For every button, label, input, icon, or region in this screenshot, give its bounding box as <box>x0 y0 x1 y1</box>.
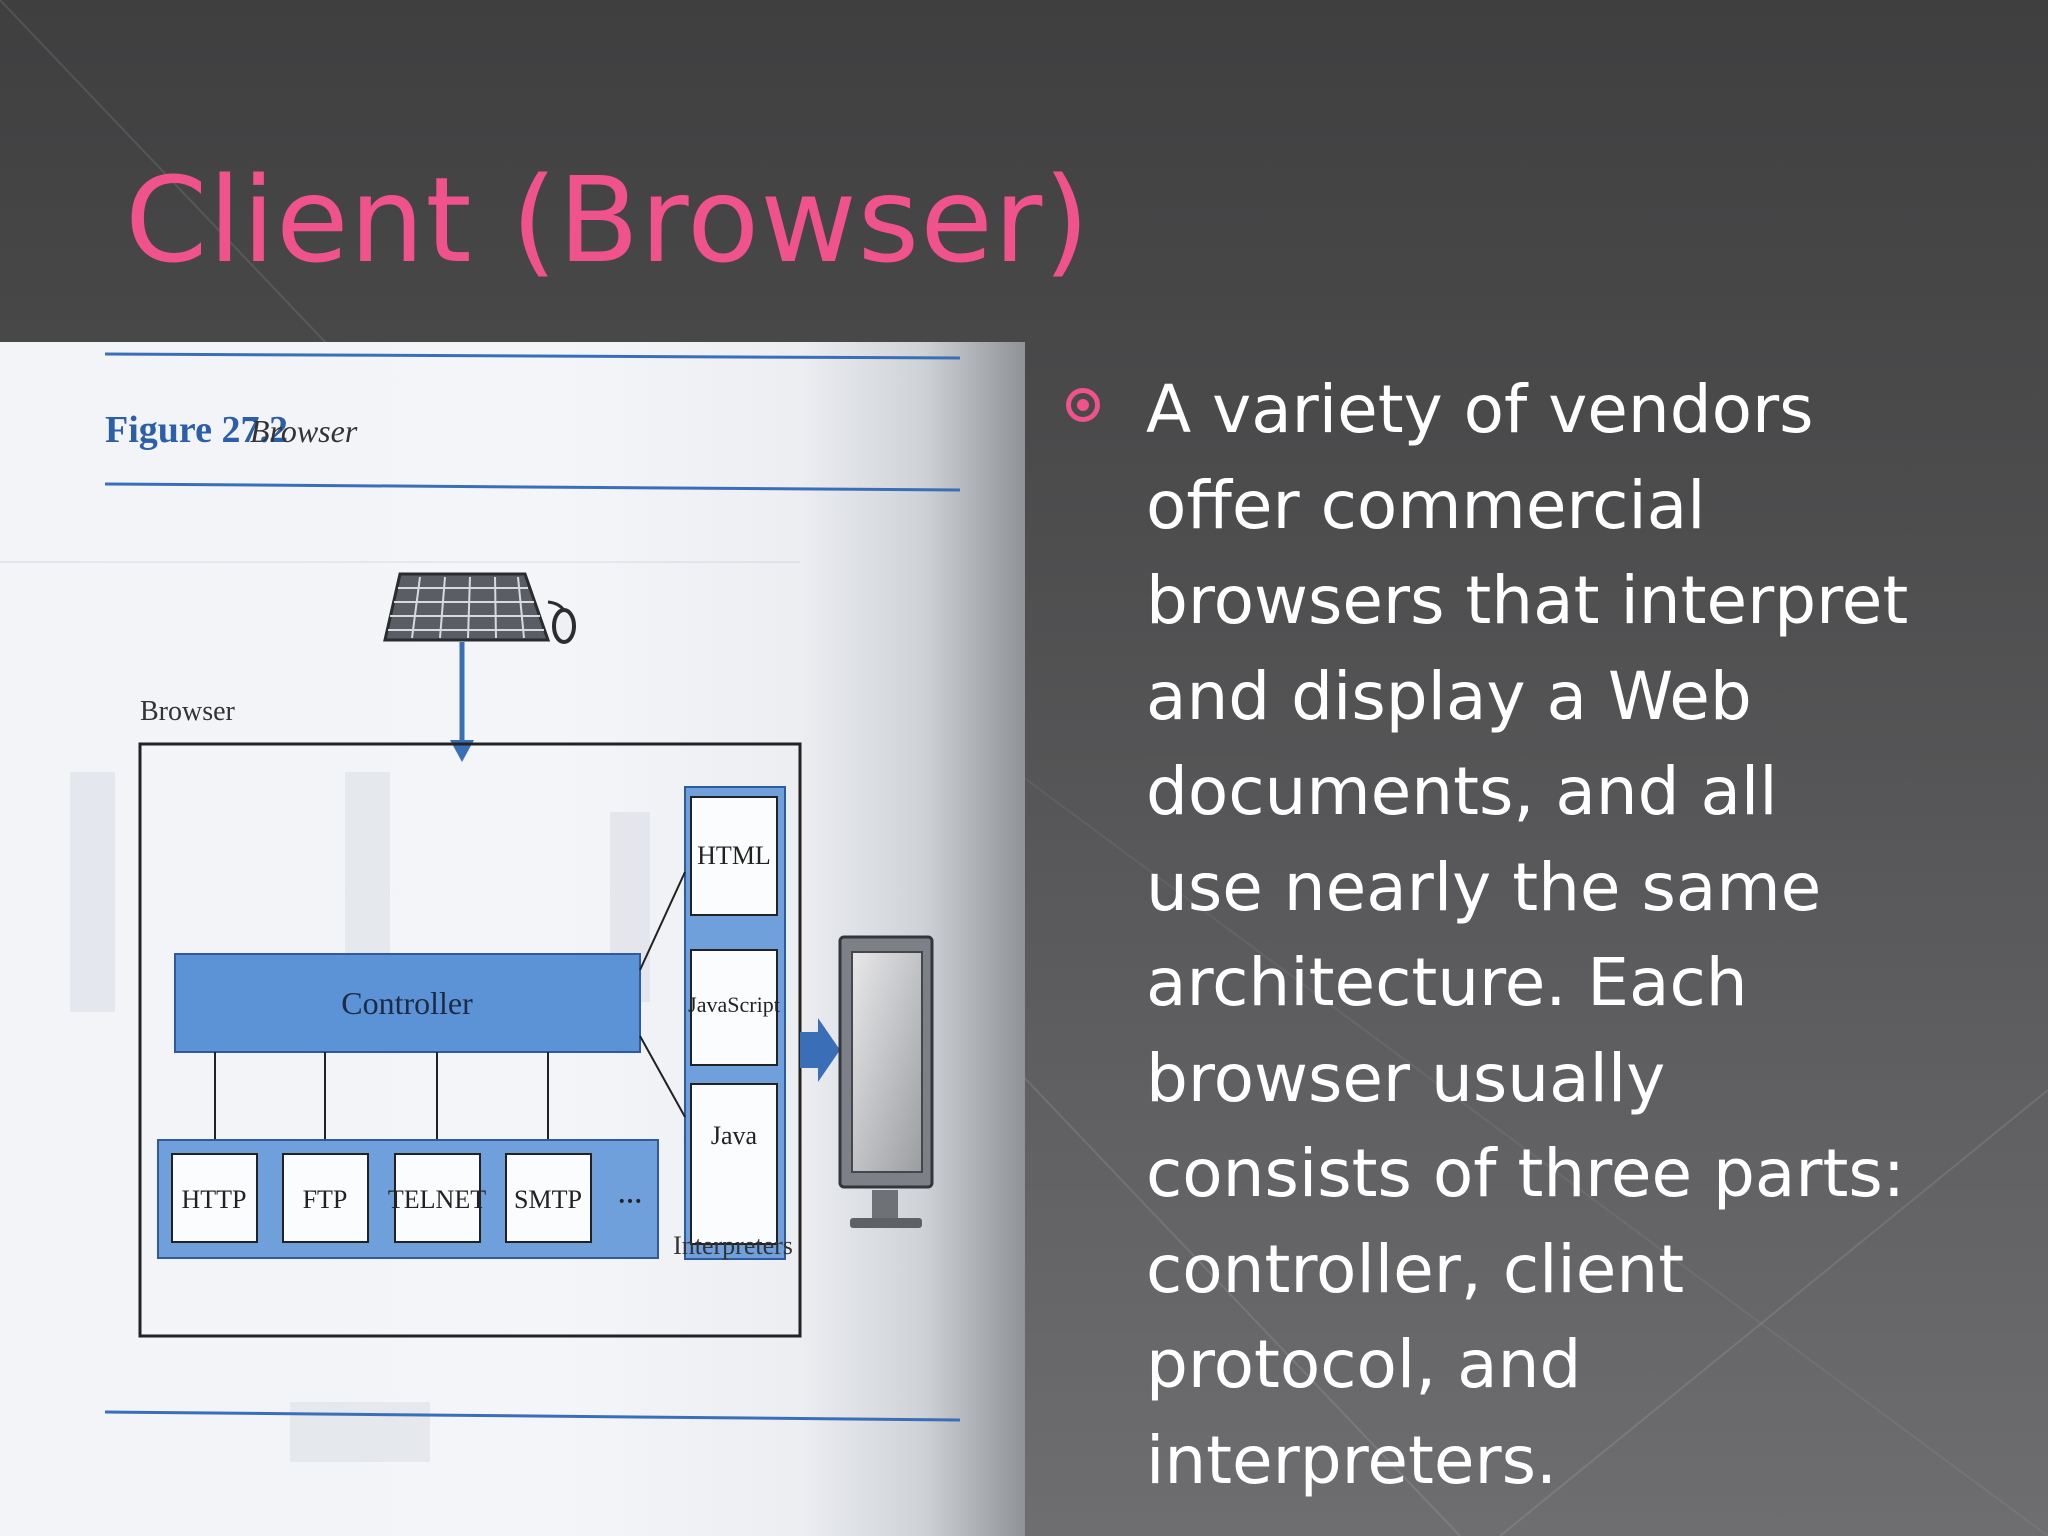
protocol-label: SMTP <box>514 1185 582 1214</box>
header-rule-top <box>104 352 961 360</box>
protocol-box <box>394 1153 481 1243</box>
output-arrow <box>800 1018 840 1082</box>
bullet-line: documents, and all <box>1146 753 1778 830</box>
protocol-box <box>282 1153 369 1243</box>
interpreters-label: Interpreters <box>673 1231 793 1260</box>
bullet-line: protocol, and <box>1146 1326 1582 1403</box>
bullet-line: and display a Web <box>1146 657 1752 735</box>
browser-label: Browser <box>140 696 236 727</box>
bullet-line: architecture. Each <box>1146 944 1748 1021</box>
footer-rule <box>104 1410 961 1422</box>
figure-caption-number: Figure 27.2 <box>105 409 288 451</box>
bullet-line: A variety of vendors <box>1146 371 1814 448</box>
keyboard-icon <box>383 572 576 644</box>
protocol-box <box>505 1153 592 1243</box>
monitor-icon <box>838 935 934 1228</box>
protocol-label: HTTP <box>182 1185 247 1214</box>
interpreter-box <box>690 796 778 916</box>
bullet-line: browsers that interpret <box>1146 562 1909 639</box>
more-protocols-ellipsis: ••• <box>618 1194 643 1210</box>
bullet-text: A variety of vendors offer commercial br… <box>1146 362 2026 1508</box>
bullet-line: controller, client <box>1146 1230 1685 1308</box>
controller-interpreter-connectors <box>639 871 686 1118</box>
browser-architecture-figure: Figure 27.2 Browser <box>0 342 1025 1536</box>
controller-label: Controller <box>341 985 473 1021</box>
controller-protocol-connectors <box>214 1052 549 1142</box>
interpreter-label: Java <box>711 1121 758 1150</box>
interpreter-label: JavaScript <box>688 992 780 1017</box>
protocol-label: TELNET <box>388 1185 486 1214</box>
controller-box <box>174 953 641 1053</box>
target-bullet-icon <box>1066 388 1100 422</box>
bullet-line: consists of three parts: <box>1146 1135 1905 1212</box>
interpreters: HTML JavaScript Java <box>688 796 780 1245</box>
bullet-list: A variety of vendors offer commercial br… <box>1058 362 2018 1512</box>
protocol-label: FTP <box>303 1185 348 1214</box>
figure-caption-name: Browser <box>250 413 358 449</box>
interpreter-box <box>690 1083 778 1245</box>
bullet-line: use nearly the same <box>1146 848 1822 926</box>
interpreter-label: HTML <box>697 841 771 870</box>
client-protocols: HTTP FTP TELNET SMTP ••• <box>171 1153 643 1243</box>
bullet-line: browser usually <box>1146 1039 1666 1117</box>
interpreter-box <box>690 949 778 1066</box>
protocol-box <box>171 1153 258 1243</box>
bullet-line: interpreters. <box>1146 1421 1557 1499</box>
bullet-line: offer commercial <box>1146 466 1706 544</box>
header-rule-bottom <box>104 482 961 492</box>
slide-title: Client (Browser) <box>125 151 1091 289</box>
